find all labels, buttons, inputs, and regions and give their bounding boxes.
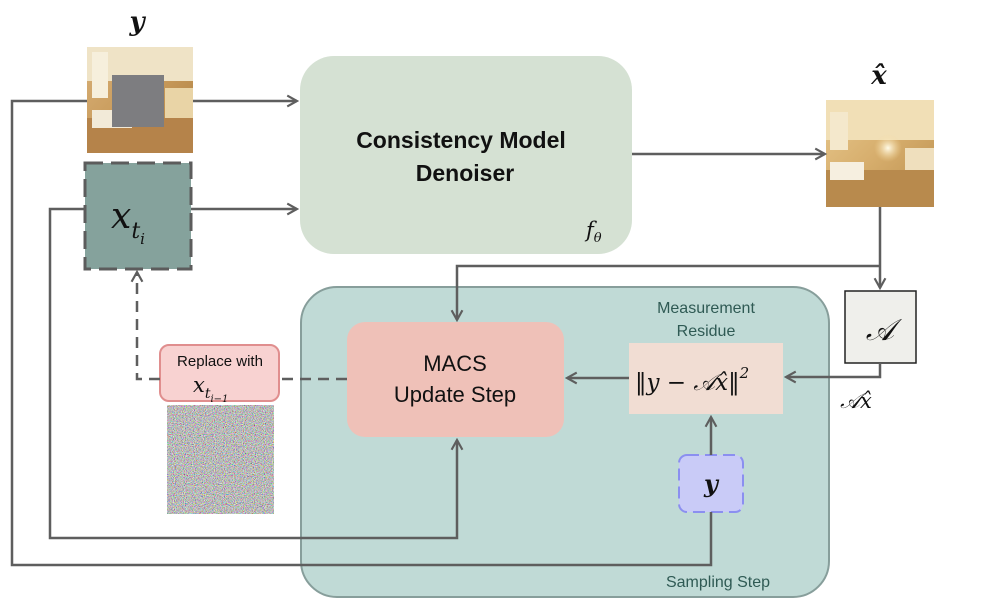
denoiser-title-line1: Consistency Model — [356, 127, 566, 153]
x-hat-label: x̂ — [870, 61, 887, 91]
replace-x-label: xti−1 — [193, 373, 228, 405]
replace-label: Replace with — [177, 353, 263, 370]
a-xhat-label: 𝒜x̂ — [840, 389, 872, 413]
measurement-label-line2: Residue — [677, 323, 736, 340]
residue-formula: ‖y − 𝒜x̂‖2 — [635, 364, 749, 396]
arrow-xhat-to-macs — [457, 264, 880, 320]
noise-image — [167, 405, 274, 514]
dashed-replace-to-xt — [137, 272, 160, 381]
residue-box — [629, 343, 783, 414]
measurement-label-line1: Measurement — [657, 300, 755, 317]
y-image — [87, 47, 193, 153]
macs-box — [347, 322, 564, 437]
replace-box — [159, 344, 280, 402]
arrow-xt-loop-to-macs — [48, 207, 457, 540]
connectors — [10, 99, 882, 567]
operator-box — [844, 290, 917, 364]
x-hat-image — [826, 100, 934, 207]
x-t-label: xti — [111, 196, 145, 248]
denoiser-title-line2: Denoiser — [416, 160, 514, 186]
arrow-y-loop-to-ybox — [10, 99, 713, 567]
macs-label-line1: MACS — [423, 351, 487, 376]
y-box-label: y — [703, 469, 720, 498]
x-t-box — [83, 161, 193, 271]
denoiser-box — [300, 56, 632, 254]
sampling-step-label: Sampling Step — [666, 574, 770, 591]
macs-label-line2: Update Step — [394, 382, 516, 407]
arrow-operator-to-residue — [786, 363, 882, 377]
y-top-label: y — [128, 7, 146, 37]
f-theta-label: fθ — [584, 218, 602, 246]
